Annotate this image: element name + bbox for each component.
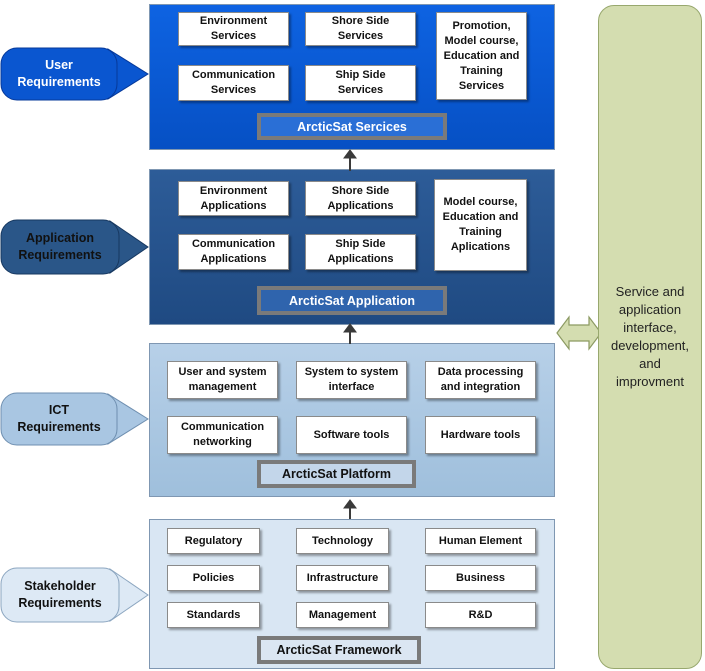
framework-box[interactable]: Regulatory xyxy=(167,528,260,554)
framework-box[interactable]: R&D xyxy=(425,602,536,628)
requirement-arrow-icon xyxy=(0,392,149,446)
requirement-arrow-icon xyxy=(0,567,149,623)
service-box[interactable]: Ship Side Services xyxy=(305,65,416,101)
application-box[interactable]: Communication Applications xyxy=(178,234,289,270)
application-box[interactable]: Shore Side Applications xyxy=(305,181,416,216)
service-box[interactable]: Environment Services xyxy=(178,12,289,46)
services-layer: Environment Services Shore Side Services… xyxy=(149,4,555,150)
platform-box[interactable]: System to system interface xyxy=(296,361,407,399)
up-arrow-head xyxy=(343,149,357,159)
application-box[interactable]: Ship Side Applications xyxy=(305,234,416,270)
layer-title: ArcticSat Platform xyxy=(257,460,416,488)
requirement-label: Application Requirements xyxy=(18,231,102,262)
up-arrow-head xyxy=(343,499,357,509)
service-box[interactable]: Communication Services xyxy=(178,65,289,101)
application-box[interactable]: Model course, Education and Training Apl… xyxy=(434,179,527,271)
application-box[interactable]: Environment Applications xyxy=(178,181,289,216)
framework-box[interactable]: Business xyxy=(425,565,536,591)
application-requirements[interactable]: Application Requirements xyxy=(0,218,150,276)
side-panel: Service and application interface, devel… xyxy=(598,5,702,669)
framework-box[interactable]: Technology xyxy=(296,528,389,554)
requirement-arrow-icon xyxy=(0,219,149,275)
service-box[interactable]: Promotion, Model course, Education and T… xyxy=(436,12,527,100)
layer-title: ArcticSat Framework xyxy=(257,636,421,664)
framework-box[interactable]: Infrastructure xyxy=(296,565,389,591)
ict-requirements[interactable]: ICT Requirements xyxy=(0,391,150,447)
framework-layer: Regulatory Technology Human Element Poli… xyxy=(149,519,555,669)
platform-box[interactable]: Hardware tools xyxy=(425,416,536,454)
connector-arrows xyxy=(343,149,357,519)
stakeholder-requirements[interactable]: Stakeholder Requirements xyxy=(0,566,150,624)
requirement-label: Stakeholder Requirements xyxy=(18,579,102,610)
platform-box[interactable]: Communication networking xyxy=(167,416,278,454)
requirement-label: User Requirements xyxy=(17,58,101,89)
application-layer: Environment Applications Shore Side Appl… xyxy=(149,169,555,325)
platform-box[interactable]: Data processing and integration xyxy=(425,361,536,399)
user-requirements[interactable]: User Requirements xyxy=(0,46,150,102)
layer-title: ArcticSat Application xyxy=(257,286,447,315)
framework-box[interactable]: Human Element xyxy=(425,528,536,554)
double-arrow-icon xyxy=(556,315,602,351)
platform-layer: User and system management System to sys… xyxy=(149,343,555,497)
service-box[interactable]: Shore Side Services xyxy=(305,12,416,46)
platform-box[interactable]: Software tools xyxy=(296,416,407,454)
up-arrow-head xyxy=(343,323,357,333)
requirement-arrow-icon xyxy=(0,47,149,101)
framework-box[interactable]: Standards xyxy=(167,602,260,628)
framework-box[interactable]: Policies xyxy=(167,565,260,591)
layer-title: ArcticSat Sercices xyxy=(257,113,447,140)
platform-box[interactable]: User and system management xyxy=(167,361,278,399)
requirement-label: ICT Requirements xyxy=(17,403,101,434)
framework-box[interactable]: Management xyxy=(296,602,389,628)
